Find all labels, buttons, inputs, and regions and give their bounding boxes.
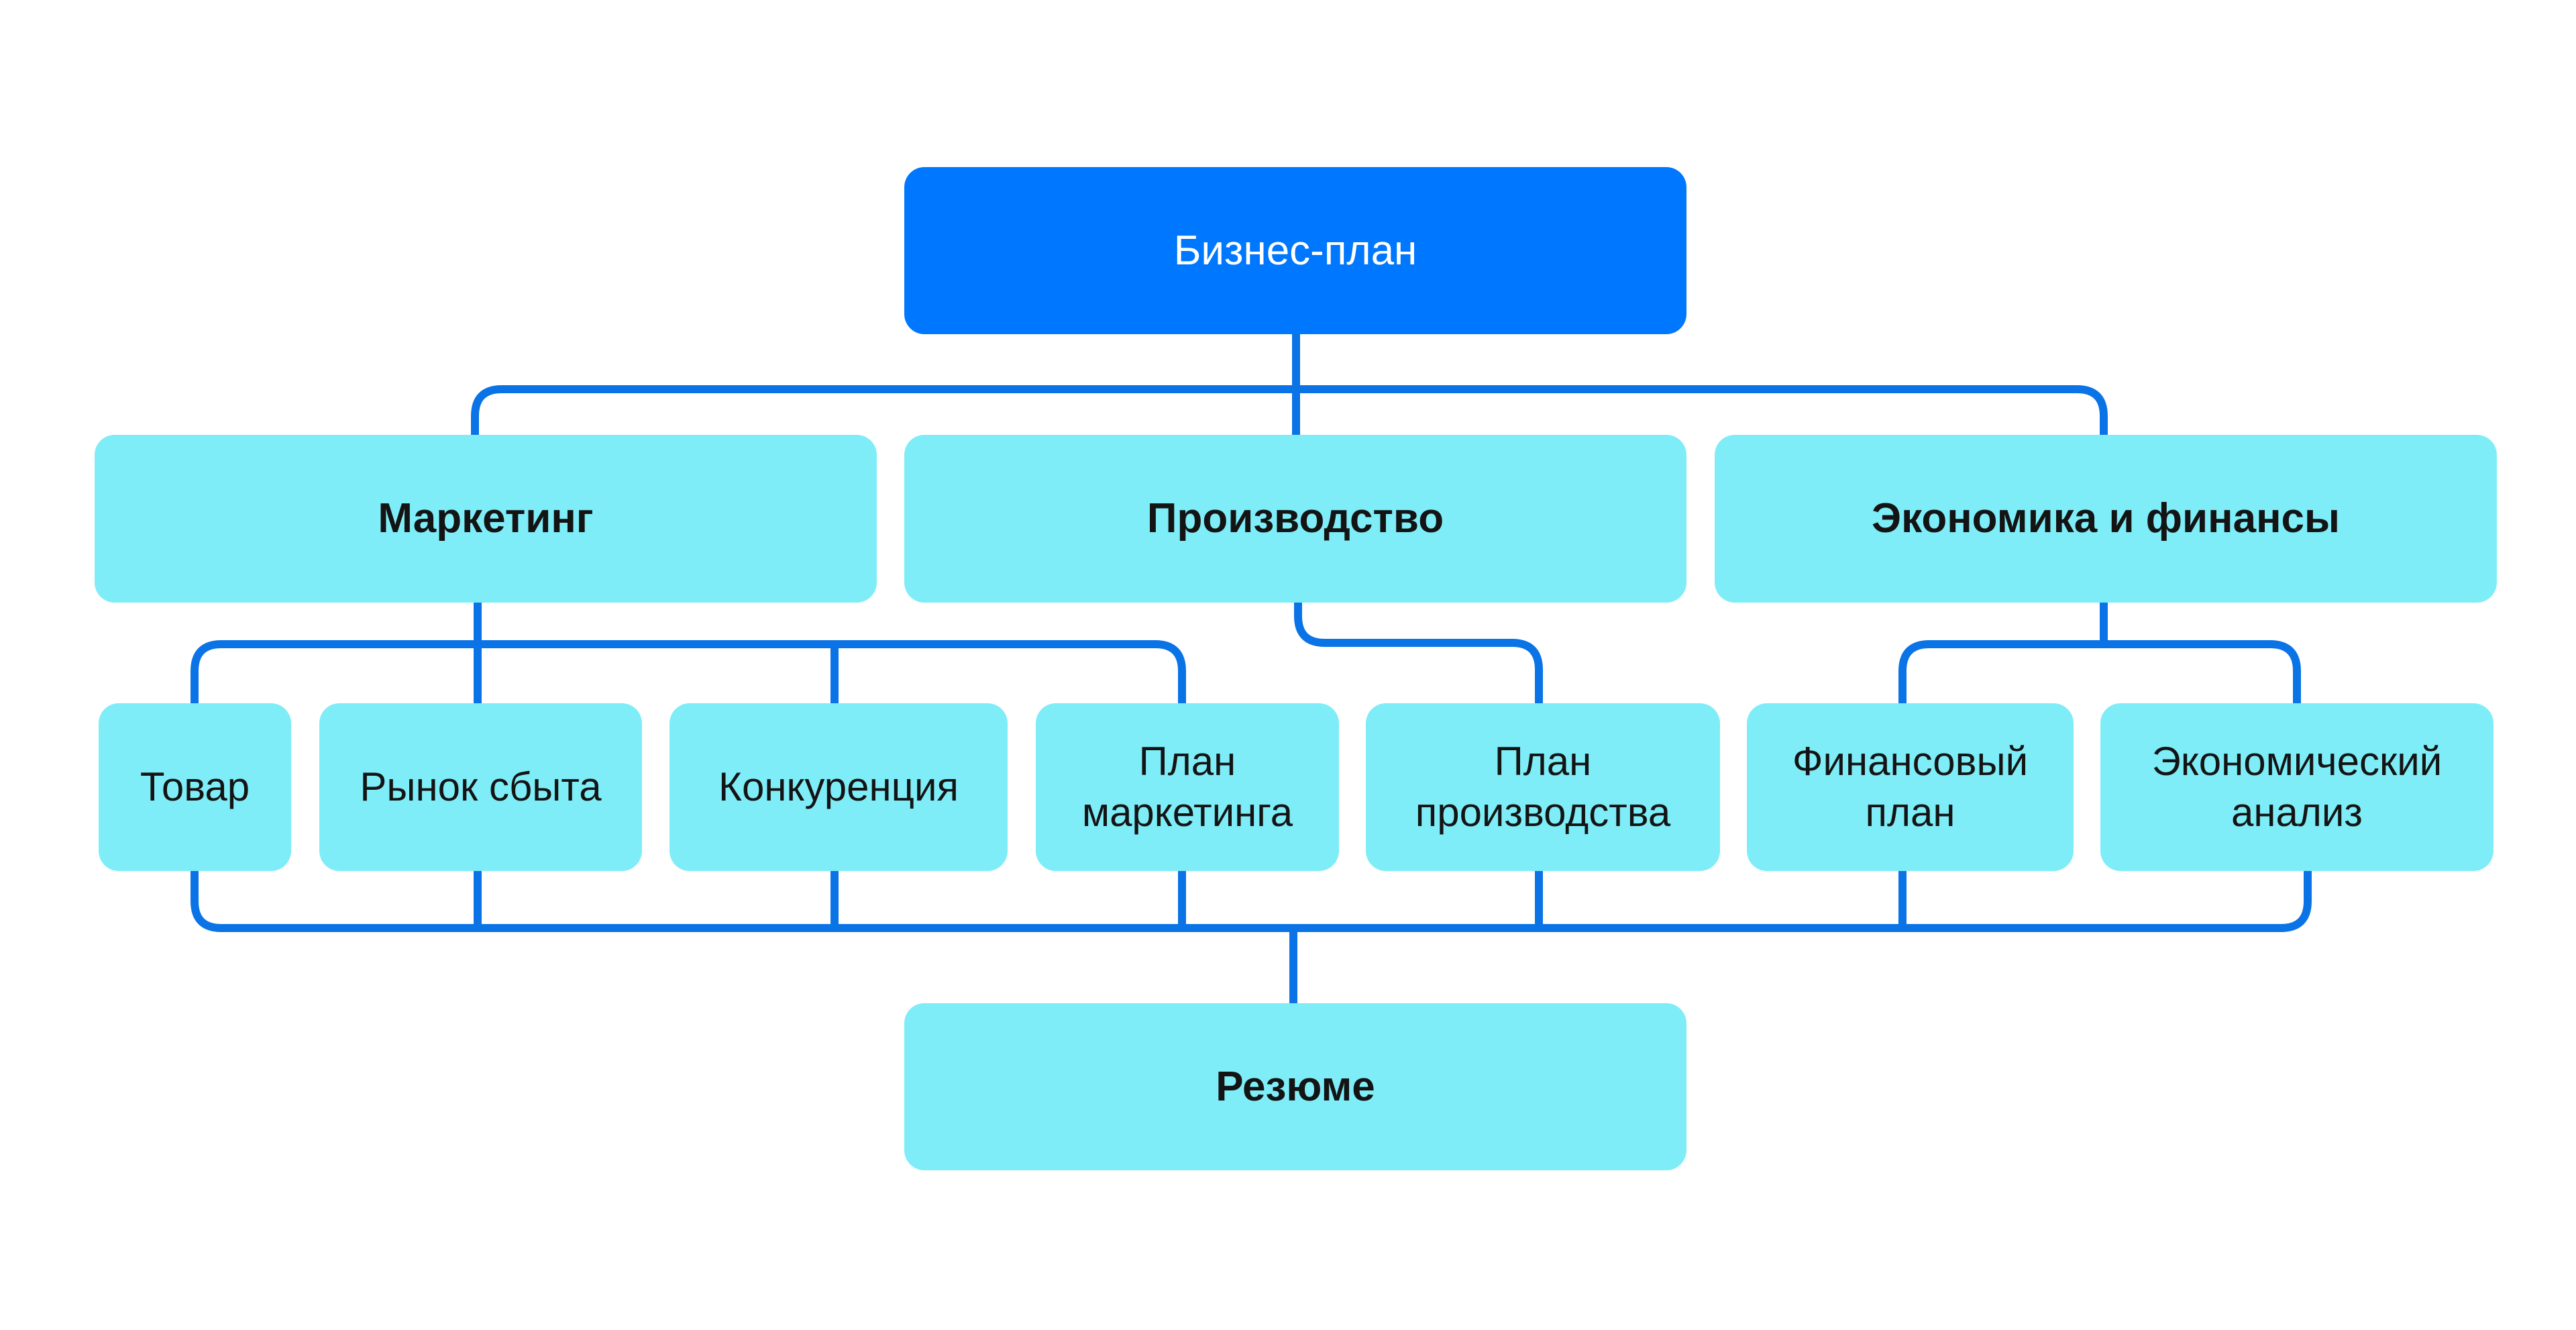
node-business-plan: Бизнес-план: [904, 167, 1686, 334]
node-production-plan: План производства: [1366, 703, 1720, 871]
connector-production-to-plan: [1294, 603, 1543, 703]
node-sales-market-label: Рынок сбыта: [360, 764, 602, 809]
connector-economics-bar: [1898, 640, 2301, 703]
connector-marketing-bar: [191, 640, 1186, 703]
node-product: Товар: [99, 703, 291, 871]
node-economic-analysis-label: Экономический анализ: [2151, 739, 2443, 835]
node-competition: Конкуренция: [669, 703, 1008, 871]
node-financial-plan-label: Финансовый план: [1792, 739, 2029, 835]
node-business-plan-label: Бизнес-план: [1173, 227, 1417, 274]
node-summary: Резюме: [904, 1003, 1686, 1170]
node-production-plan-label: План производства: [1415, 739, 1671, 835]
node-economic-analysis: Экономический анализ: [2100, 703, 2493, 871]
node-financial-plan: Финансовый план: [1747, 703, 2074, 871]
node-summary-label: Резюме: [1216, 1063, 1375, 1110]
node-marketing-plan: План маркетинга: [1036, 703, 1339, 871]
node-sales-market: Рынок сбыта: [319, 703, 642, 871]
node-economics-finance: Экономика и финансы: [1715, 435, 2497, 603]
node-marketing: Маркетинг: [95, 435, 877, 603]
node-marketing-plan-label: План маркетинга: [1081, 739, 1293, 835]
node-production-label: Производство: [1146, 495, 1444, 542]
node-economics-finance-label: Экономика и финансы: [1872, 495, 2340, 542]
connector-items-bottom-bar: [191, 871, 2312, 932]
node-marketing-label: Маркетинг: [378, 495, 594, 542]
node-product-label: Товар: [140, 764, 250, 809]
node-production: Производство: [904, 435, 1686, 603]
node-competition-label: Конкуренция: [718, 764, 959, 809]
connector-sections-bar: [471, 385, 2108, 435]
